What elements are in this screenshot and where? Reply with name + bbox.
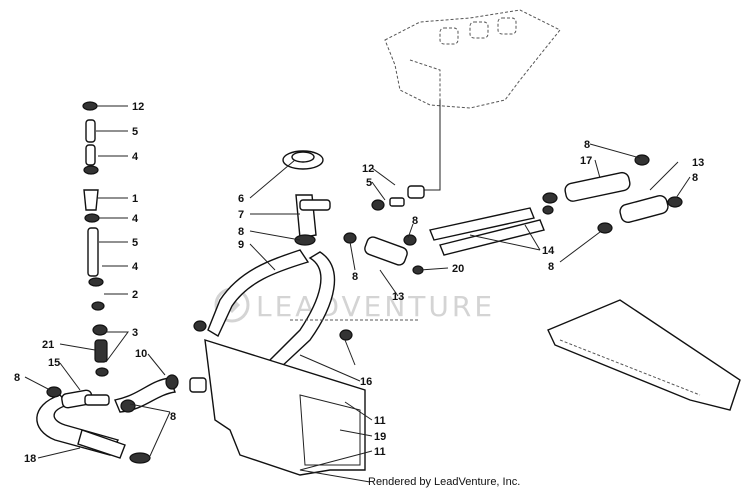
callout-3: 3 [132, 327, 138, 339]
callout-8-right-top: 8 [584, 139, 590, 151]
watermark-text: LEADVENTURE [256, 290, 495, 323]
bypass-hose-stack [82, 101, 109, 377]
watermark-logo: LEADVENTURE [214, 287, 495, 323]
credit-text: Rendered by LeadVenture, Inc. [368, 476, 520, 488]
engine-outline [384, 9, 561, 191]
callout-8-center: 8 [352, 271, 358, 283]
callout-8-right-low: 8 [548, 261, 554, 273]
callout-18: 18 [24, 453, 36, 465]
callout-2: 2 [132, 289, 138, 301]
callout-12: 12 [132, 101, 144, 113]
callout-8-neck: 8 [238, 226, 244, 238]
callout-13-center: 13 [392, 291, 404, 303]
callout-16: 16 [360, 376, 372, 388]
leader-lines [24, 105, 691, 483]
callout-1: 1 [132, 193, 138, 205]
small-fittings [193, 185, 425, 341]
callout-labels: 12 5 4 1 4 5 4 2 3 21 15 8 10 18 8 6 7 8… [14, 101, 704, 465]
callout-13-right: 13 [692, 157, 704, 169]
callout-5: 5 [132, 126, 138, 138]
callout-8-lower: 8 [170, 411, 176, 423]
callout-5-top: 5 [366, 177, 372, 189]
callout-7: 7 [238, 209, 244, 221]
callout-17: 17 [580, 155, 592, 167]
callout-8-left: 8 [14, 372, 20, 384]
callout-8-right: 8 [692, 172, 698, 184]
callout-12-top: 12 [362, 163, 374, 175]
callout-4: 4 [132, 151, 139, 163]
callout-8-mid: 8 [412, 215, 418, 227]
lower-left-hoses [36, 374, 207, 464]
callout-15: 15 [48, 357, 60, 369]
callout-14: 14 [542, 245, 555, 257]
callout-9: 9 [238, 239, 244, 251]
callout-5b: 5 [132, 237, 138, 249]
callout-10: 10 [135, 348, 147, 360]
callout-6: 6 [238, 193, 244, 205]
callout-11-bottom: 11 [374, 446, 386, 458]
filler-neck-assembly [207, 150, 408, 369]
callout-21: 21 [42, 339, 54, 351]
callout-4b: 4 [132, 213, 139, 225]
heat-shield-panels [204, 299, 741, 476]
callout-11-top: 11 [374, 415, 386, 427]
callout-20: 20 [452, 263, 464, 275]
callout-4c: 4 [132, 261, 139, 273]
heat-exchanger-tubes [429, 154, 683, 256]
callout-19: 19 [374, 431, 386, 443]
